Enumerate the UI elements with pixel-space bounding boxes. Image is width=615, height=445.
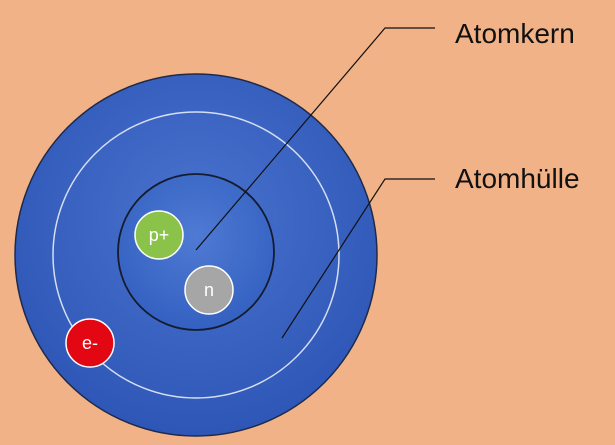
electron-orbit <box>52 111 340 399</box>
electron-particle <box>65 318 115 368</box>
shell-label: Atomhülle <box>455 163 580 194</box>
neutron-particle <box>184 265 234 315</box>
proton-label: p+ <box>149 225 170 245</box>
nucleus-label: Atomkern <box>455 18 575 49</box>
electron-label: e- <box>82 333 98 353</box>
nucleus-leader-line <box>195 27 435 251</box>
proton-particle <box>134 210 184 260</box>
shell-leader-line <box>281 178 435 339</box>
neutron-label: n <box>204 280 214 300</box>
